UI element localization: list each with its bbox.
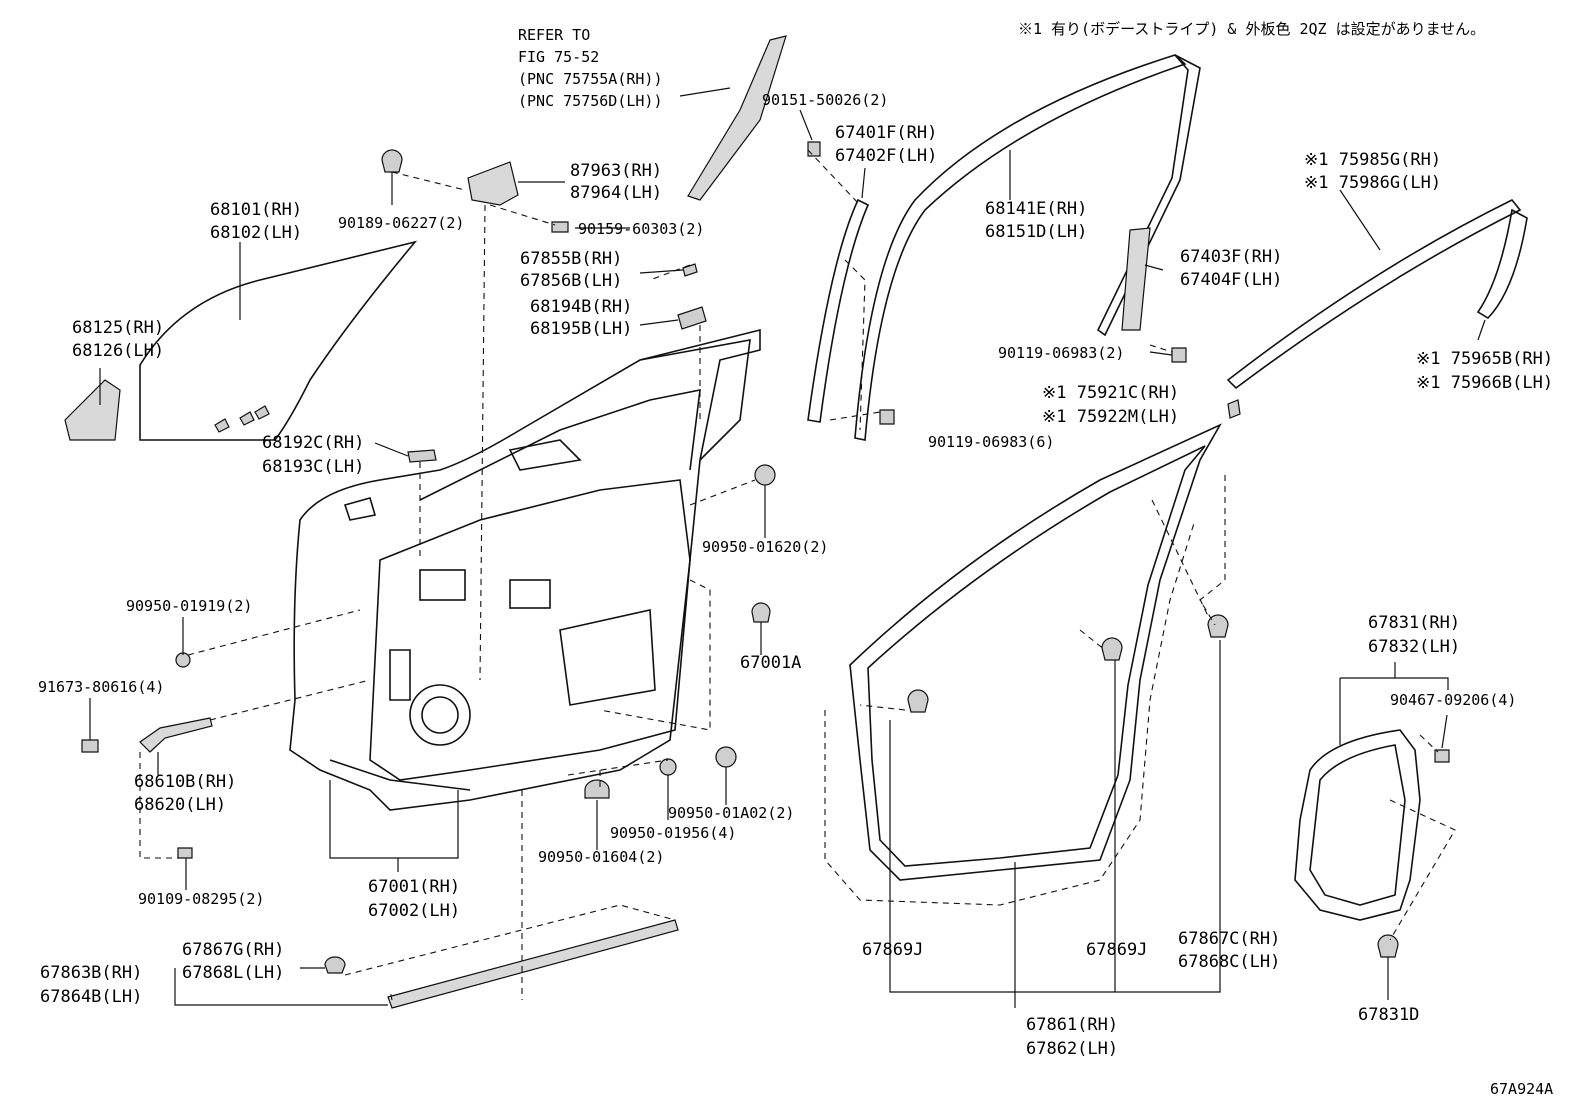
label-90467-09206: 90467-09206(4) [1390,691,1516,709]
label-87964: 87964(LH) [570,183,662,203]
assembly-dashed-lines [139,149,1456,1001]
figure-code: 67A924A [1490,1080,1553,1098]
label-90950-01a02: 90950-01A02(2) [668,804,794,822]
pillar-garnish [679,35,787,201]
label-90109-08295: 90109-08295(2) [138,890,264,908]
label-67869j-right: 67869J [1086,940,1147,960]
body-stripes [1226,189,1528,390]
label-68610b: 68610B(RH) [134,772,236,792]
label-67864b: 67864B(LH) [40,987,142,1007]
label-67402f: 67402F(LH) [835,146,937,166]
label-68192c: 68192C(RH) [262,433,364,453]
label-68194b: 68194B(RH) [530,297,632,317]
label-68141e: 68141E(RH) [985,199,1087,219]
leader-lines [89,109,1486,1008]
label-68125: 68125(RH) [72,318,164,338]
service-cover [1294,729,1421,921]
label-75965b: ※1 75965B(RH) [1416,349,1553,369]
label-90950-01620: 90950-01620(2) [702,538,828,556]
label-75985g: ※1 75985G(RH) [1304,150,1441,170]
lower-moulding [387,919,679,1009]
door-weatherstrip [849,423,1222,881]
label-90950-01919: 90950-01919(2) [126,597,252,615]
corner-glass [64,368,121,441]
label-67855b: 67855B(RH) [520,249,622,269]
label-68620: 68620(LH) [134,795,226,815]
label-67001: 67001(RH) [368,877,460,897]
label-67403f: 67403F(RH) [1180,247,1282,267]
label-68195b: 68195B(LH) [530,319,632,339]
run-channels [807,54,1201,441]
label-67869j-left: 67869J [862,940,923,960]
label-75921c: ※1 75921C(RH) [1042,383,1179,403]
label-91673-80616: 91673-80616(4) [38,678,164,696]
label-90950-01956: 90950-01956(4) [610,824,736,842]
label-90950-01604: 90950-01604(2) [538,848,664,866]
label-67868l: 67868L(LH) [182,963,284,983]
label-67861: 67861(RH) [1026,1015,1118,1035]
label-67862: 67862(LH) [1026,1039,1118,1059]
label-67831: 67831(RH) [1368,613,1460,633]
label-67002: 67002(LH) [368,901,460,921]
label-90189-06227: 90189-06227(2) [338,214,464,232]
label-67832: 67832(LH) [1368,637,1460,657]
label-90159-60303: 90159-60303(2) [578,220,704,238]
label-75986g: ※1 75986G(LH) [1304,173,1441,193]
label-67868c: 67868C(LH) [1178,952,1280,972]
door-check [139,717,213,753]
clips [81,141,1450,974]
mirror-bracket [467,161,565,206]
refer-line-3: (PNC 75755A(RH)) [518,70,663,88]
label-67001a: 67001A [740,653,801,673]
door-glass [139,240,418,441]
label-68102: 68102(LH) [210,223,302,243]
label-67867g: 67867G(RH) [182,940,284,960]
label-87963: 87963(RH) [570,161,662,181]
label-67867c: 67867C(RH) [1178,929,1280,949]
label-68151d: 68151D(LH) [985,222,1087,242]
label-90119-06983-6: 90119-06983(6) [928,433,1054,451]
door-shell [289,328,761,811]
option-note: ※1 有り(ボデーストライプ) & 外板色 2QZ は設定がありません。 [1018,20,1485,38]
refer-line-1: REFER TO [518,26,590,44]
label-90119-06983-2: 90119-06983(2) [998,344,1124,362]
label-90151-50026: 90151-50026(2) [762,91,888,109]
label-68101: 68101(RH) [210,200,302,220]
label-67863b: 67863B(RH) [40,963,142,983]
refer-line-4: (PNC 75756D(LH)) [518,92,663,110]
label-68126: 68126(LH) [72,341,164,361]
label-67401f: 67401F(RH) [835,123,937,143]
label-75922m: ※1 75922M(LH) [1042,407,1179,427]
refer-line-2: FIG 75-52 [518,48,599,66]
label-67856b: 67856B(LH) [520,271,622,291]
label-75966b: ※1 75966B(LH) [1416,373,1553,393]
label-67404f: 67404F(LH) [1180,270,1282,290]
label-67831d: 67831D [1358,1005,1419,1025]
label-68193c: 68193C(LH) [262,457,364,477]
